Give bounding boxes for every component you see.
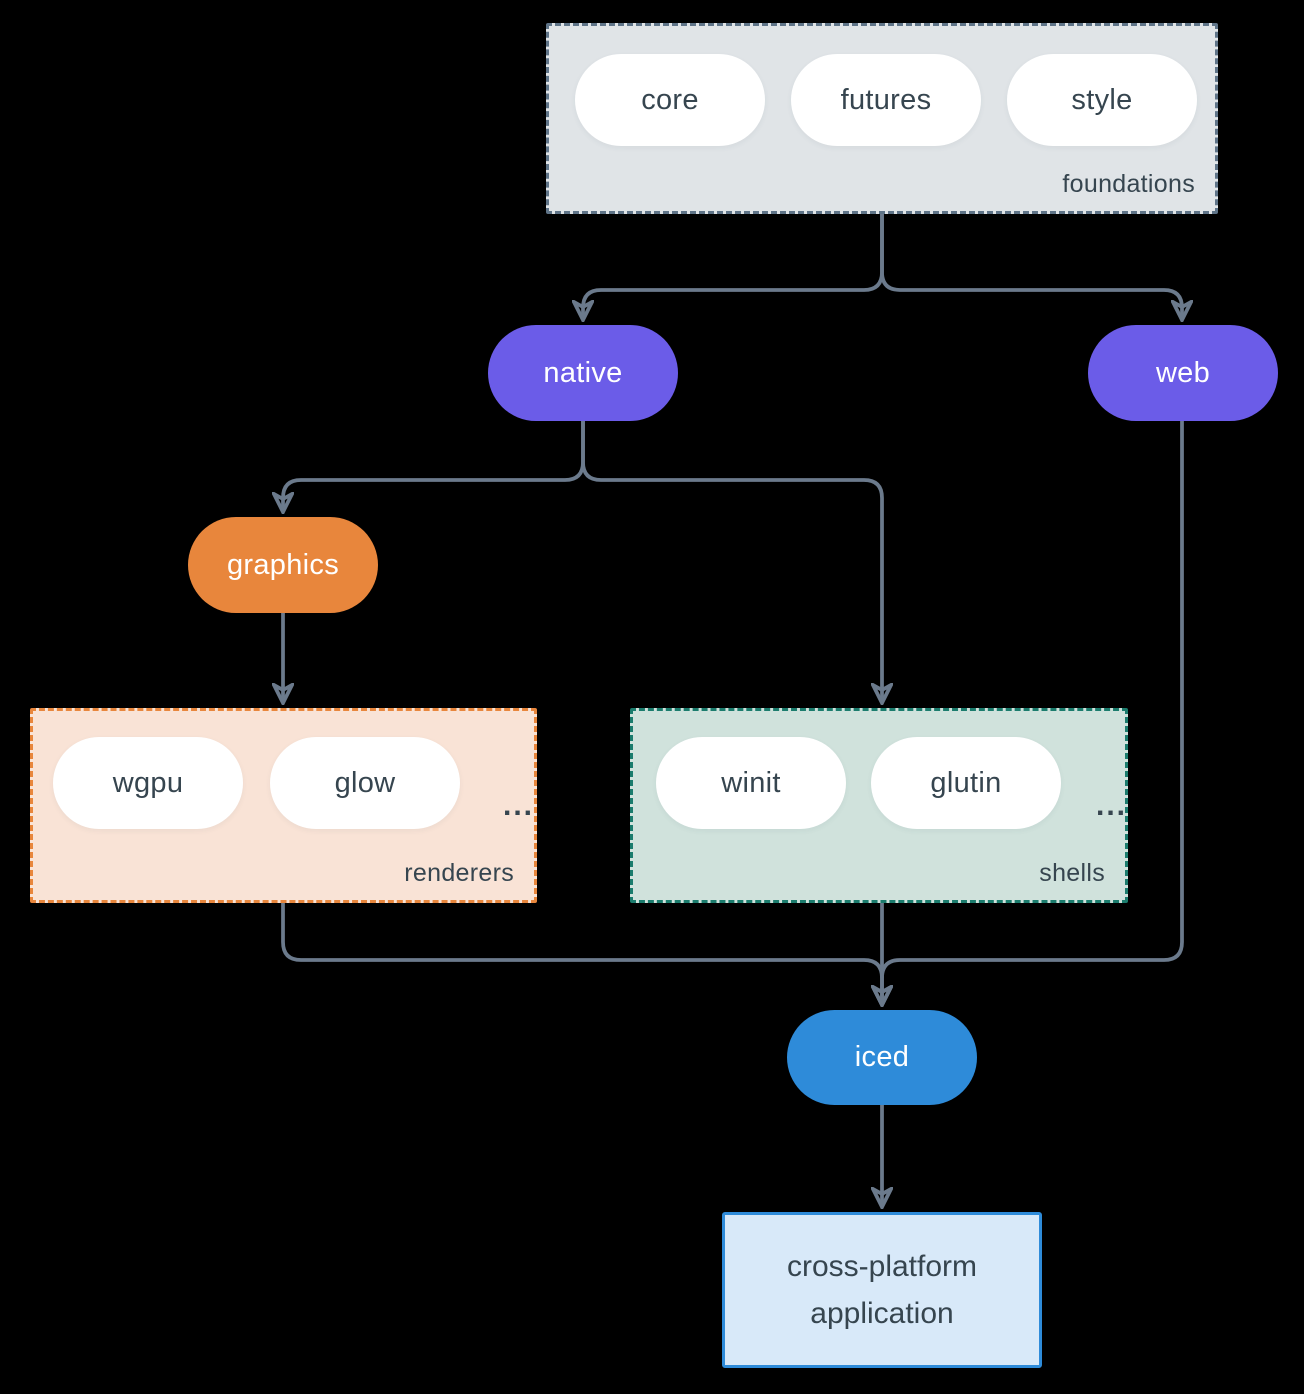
node-native: native xyxy=(488,325,678,421)
node-wgpu: wgpu xyxy=(53,737,243,829)
shells-ellipsis: ... xyxy=(1096,788,1128,822)
node-cross-platform-application: cross-platform application xyxy=(722,1212,1042,1368)
edge-foundations-web xyxy=(880,214,1182,319)
node-graphics: graphics xyxy=(188,517,378,613)
group-shells: winit glutin ... shells xyxy=(630,708,1128,903)
node-glutin: glutin xyxy=(871,737,1061,829)
edge-native-graphics xyxy=(283,421,585,511)
edge-native-shells xyxy=(581,421,882,702)
edge-foundations-native xyxy=(583,214,884,319)
group-renderers: wgpu glow ... renderers xyxy=(30,708,537,903)
node-winit: winit xyxy=(656,737,846,829)
node-glow: glow xyxy=(270,737,460,829)
group-foundations: core futures style foundations xyxy=(546,23,1218,214)
renderers-ellipsis: ... xyxy=(503,788,535,822)
group-label-renderers: renderers xyxy=(404,859,514,887)
node-futures: futures xyxy=(791,54,981,146)
group-label-shells: shells xyxy=(1039,859,1105,887)
node-web: web xyxy=(1088,325,1278,421)
group-label-foundations: foundations xyxy=(1062,170,1195,198)
node-core: core xyxy=(575,54,765,146)
node-style: style xyxy=(1007,54,1197,146)
edge-renderers-iced xyxy=(281,903,882,1004)
application-label: cross-platform application xyxy=(786,1250,978,1330)
edge-web-iced xyxy=(880,421,1184,979)
node-iced: iced xyxy=(787,1010,977,1105)
